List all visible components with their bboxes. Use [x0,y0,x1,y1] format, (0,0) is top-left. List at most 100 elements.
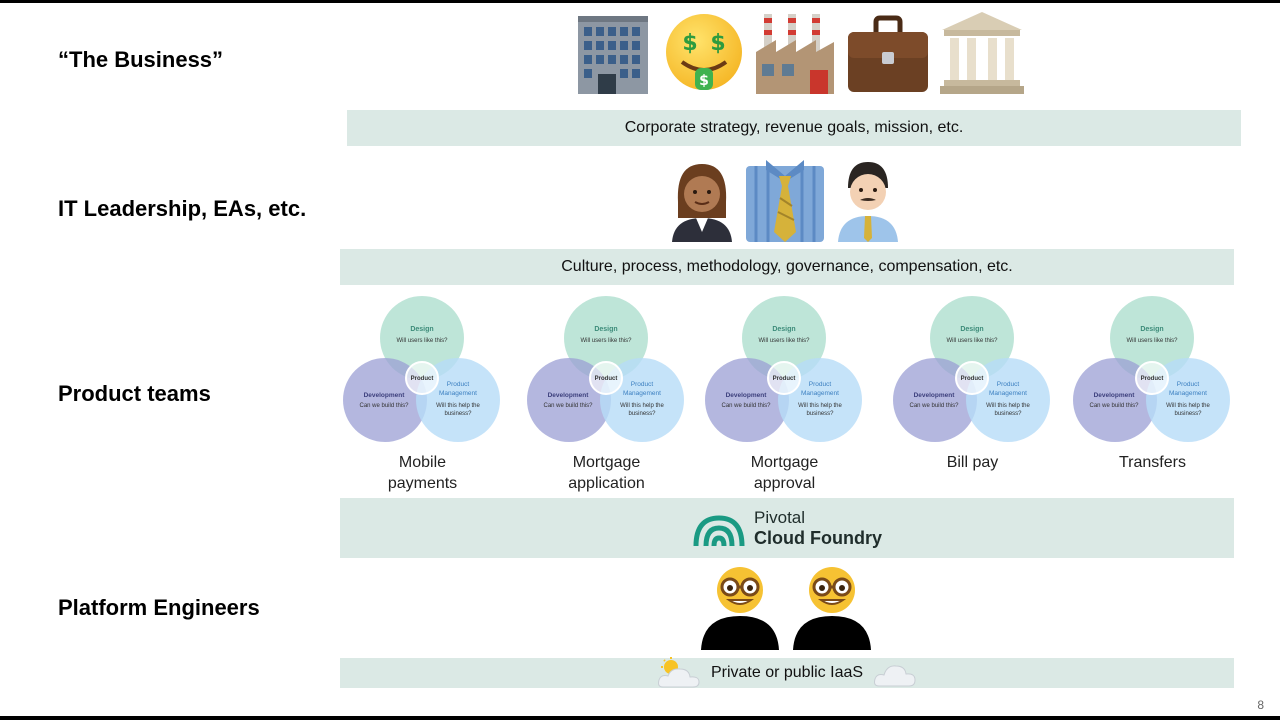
team-name-line1: Mortgage [750,454,819,471]
venn-pm-title-1: Product [1177,381,1200,388]
venn-pm-question-2: business? [994,411,1022,417]
team-name-line1: Transfers [1119,454,1186,471]
row-label-it-leadership: IT Leadership, EAs, etc. [58,196,307,221]
pcf-logo-line2: Cloud Foundry [754,528,882,548]
venn-center-label: Product [411,376,434,382]
venn-pm-question-1: Will this help the [798,403,842,409]
venn-design-circle [1110,296,1194,380]
venn-development-title: Development [914,392,956,399]
venn-design-question: Will users like this? [396,338,448,344]
venn-diagram: Design Will users like this? Product Dev… [1073,296,1230,442]
venn-design-question: Will users like this? [580,338,632,344]
venn-pm-title-2: Management [801,390,839,397]
team-name: Mobile payments [340,452,505,494]
venn-pm-title-2: Management [623,390,661,397]
svg-text:$: $ [699,73,709,89]
iaas-label: Private or public IaaS [710,664,864,681]
team-name: Mortgage approval [702,452,867,494]
venn-design-circle [742,296,826,380]
venn-pm-question-2: business? [806,411,834,417]
venn-center-label: Product [961,376,984,382]
venn-pm-question-2: business? [1174,411,1202,417]
venn-development-question: Can we build this? [543,403,593,409]
team-name-line2: payments [387,475,458,492]
venn-pm-title-2: Management [1169,390,1207,397]
factory-icon [756,14,834,94]
pivotal-cloud-foundry-logo: Pivotal Cloud Foundry [692,508,882,548]
team-name-line2: approval [753,475,816,492]
venn-design-question: Will users like this? [758,338,810,344]
pcf-logo-line1: Pivotal [754,508,806,527]
venn-pm-question-2: business? [628,411,656,417]
team-name-line1: Mortgage [572,454,641,471]
venn-design-circle [380,296,464,380]
venn-pm-question-2: business? [444,411,472,417]
team-name-line1: Mobile [398,454,447,471]
venn-center-label: Product [773,376,796,382]
team-name-line2: application [568,475,645,492]
venn-development-title: Development [364,392,406,399]
iaas-band: Private or public IaaS [340,657,1234,688]
sun-behind-cloud-icon [657,657,700,688]
svg-text:$: $ [682,31,697,56]
venn-design-title: Design [772,326,795,333]
venn-pm-title-2: Management [439,390,477,397]
top-border [0,0,1280,3]
row-label-product-teams: Product teams [58,381,211,406]
venn-pm-title-1: Product [447,381,470,388]
bottom-border [0,716,1280,720]
page-number: 8 [1257,698,1264,712]
briefcase-icon [848,15,928,92]
venn-pm-title-1: Product [997,381,1020,388]
venn-center-circle [955,361,989,395]
venn-center-circle [767,361,801,395]
venn-pm-question-1: Will this help the [986,403,1030,409]
strategy-band: Corporate strategy, revenue goals, missi… [347,110,1241,146]
pcf-logo-icon [693,515,745,547]
venn-pm-question-1: Will this help the [620,403,664,409]
platform-engineer-icons [701,566,871,650]
necktie-icon [746,160,824,242]
nerd-face-icon [793,567,871,650]
venn-diagram: Design Will users like this? Product Dev… [705,296,862,442]
cloud-icon [874,665,916,687]
venn-center-label: Product [1141,376,1164,382]
venn-design-title: Design [960,326,983,333]
office-building-icon [578,16,648,94]
culture-band: Culture, process, methodology, governanc… [340,249,1234,285]
venn-diagram: Design Will users like this? Product Dev… [893,296,1050,442]
venn-design-question: Will users like this? [1126,338,1178,344]
venn-pm-title-1: Product [631,381,654,388]
venn-design-circle [564,296,648,380]
man-office-worker-icon [838,162,898,242]
team-name: Bill pay [890,452,1055,473]
venn-development-title: Development [1094,392,1136,399]
woman-office-worker-icon [672,164,732,242]
product-team-venn: Design Will users like this? Product Dev… [890,294,1055,499]
venn-development-question: Can we build this? [1089,403,1139,409]
classical-building-icon [940,12,1024,94]
row-label-platform-engineers: Platform Engineers [58,595,260,620]
venn-pm-title-2: Management [989,390,1027,397]
venn-design-title: Design [410,326,433,333]
venn-pm-question-1: Will this help the [1166,403,1210,409]
business-icons: $ $ $ [572,10,1024,94]
row-label-business: “The Business” [58,47,224,72]
team-name: Mortgage application [524,452,689,494]
venn-development-question: Can we build this? [359,403,409,409]
venn-design-question: Will users like this? [946,338,998,344]
nerd-face-icon [701,567,779,650]
platform-band: Pivotal Cloud Foundry [340,498,1234,558]
product-team-venn: Design Will users like this? Product Dev… [702,294,867,499]
venn-design-title: Design [1140,326,1163,333]
venn-diagram: Design Will users like this? Product Dev… [527,296,684,442]
svg-text:$: $ [710,31,725,56]
venn-development-question: Can we build this? [909,403,959,409]
venn-design-title: Design [594,326,617,333]
venn-center-circle [1135,361,1169,395]
product-team-venn: Design Will users like this? Product Dev… [1070,294,1235,499]
product-team-venn: Design Will users like this? Product Dev… [340,294,505,499]
team-name: Transfers [1070,452,1235,473]
venn-pm-title-1: Product [809,381,832,388]
venn-center-label: Product [595,376,618,382]
